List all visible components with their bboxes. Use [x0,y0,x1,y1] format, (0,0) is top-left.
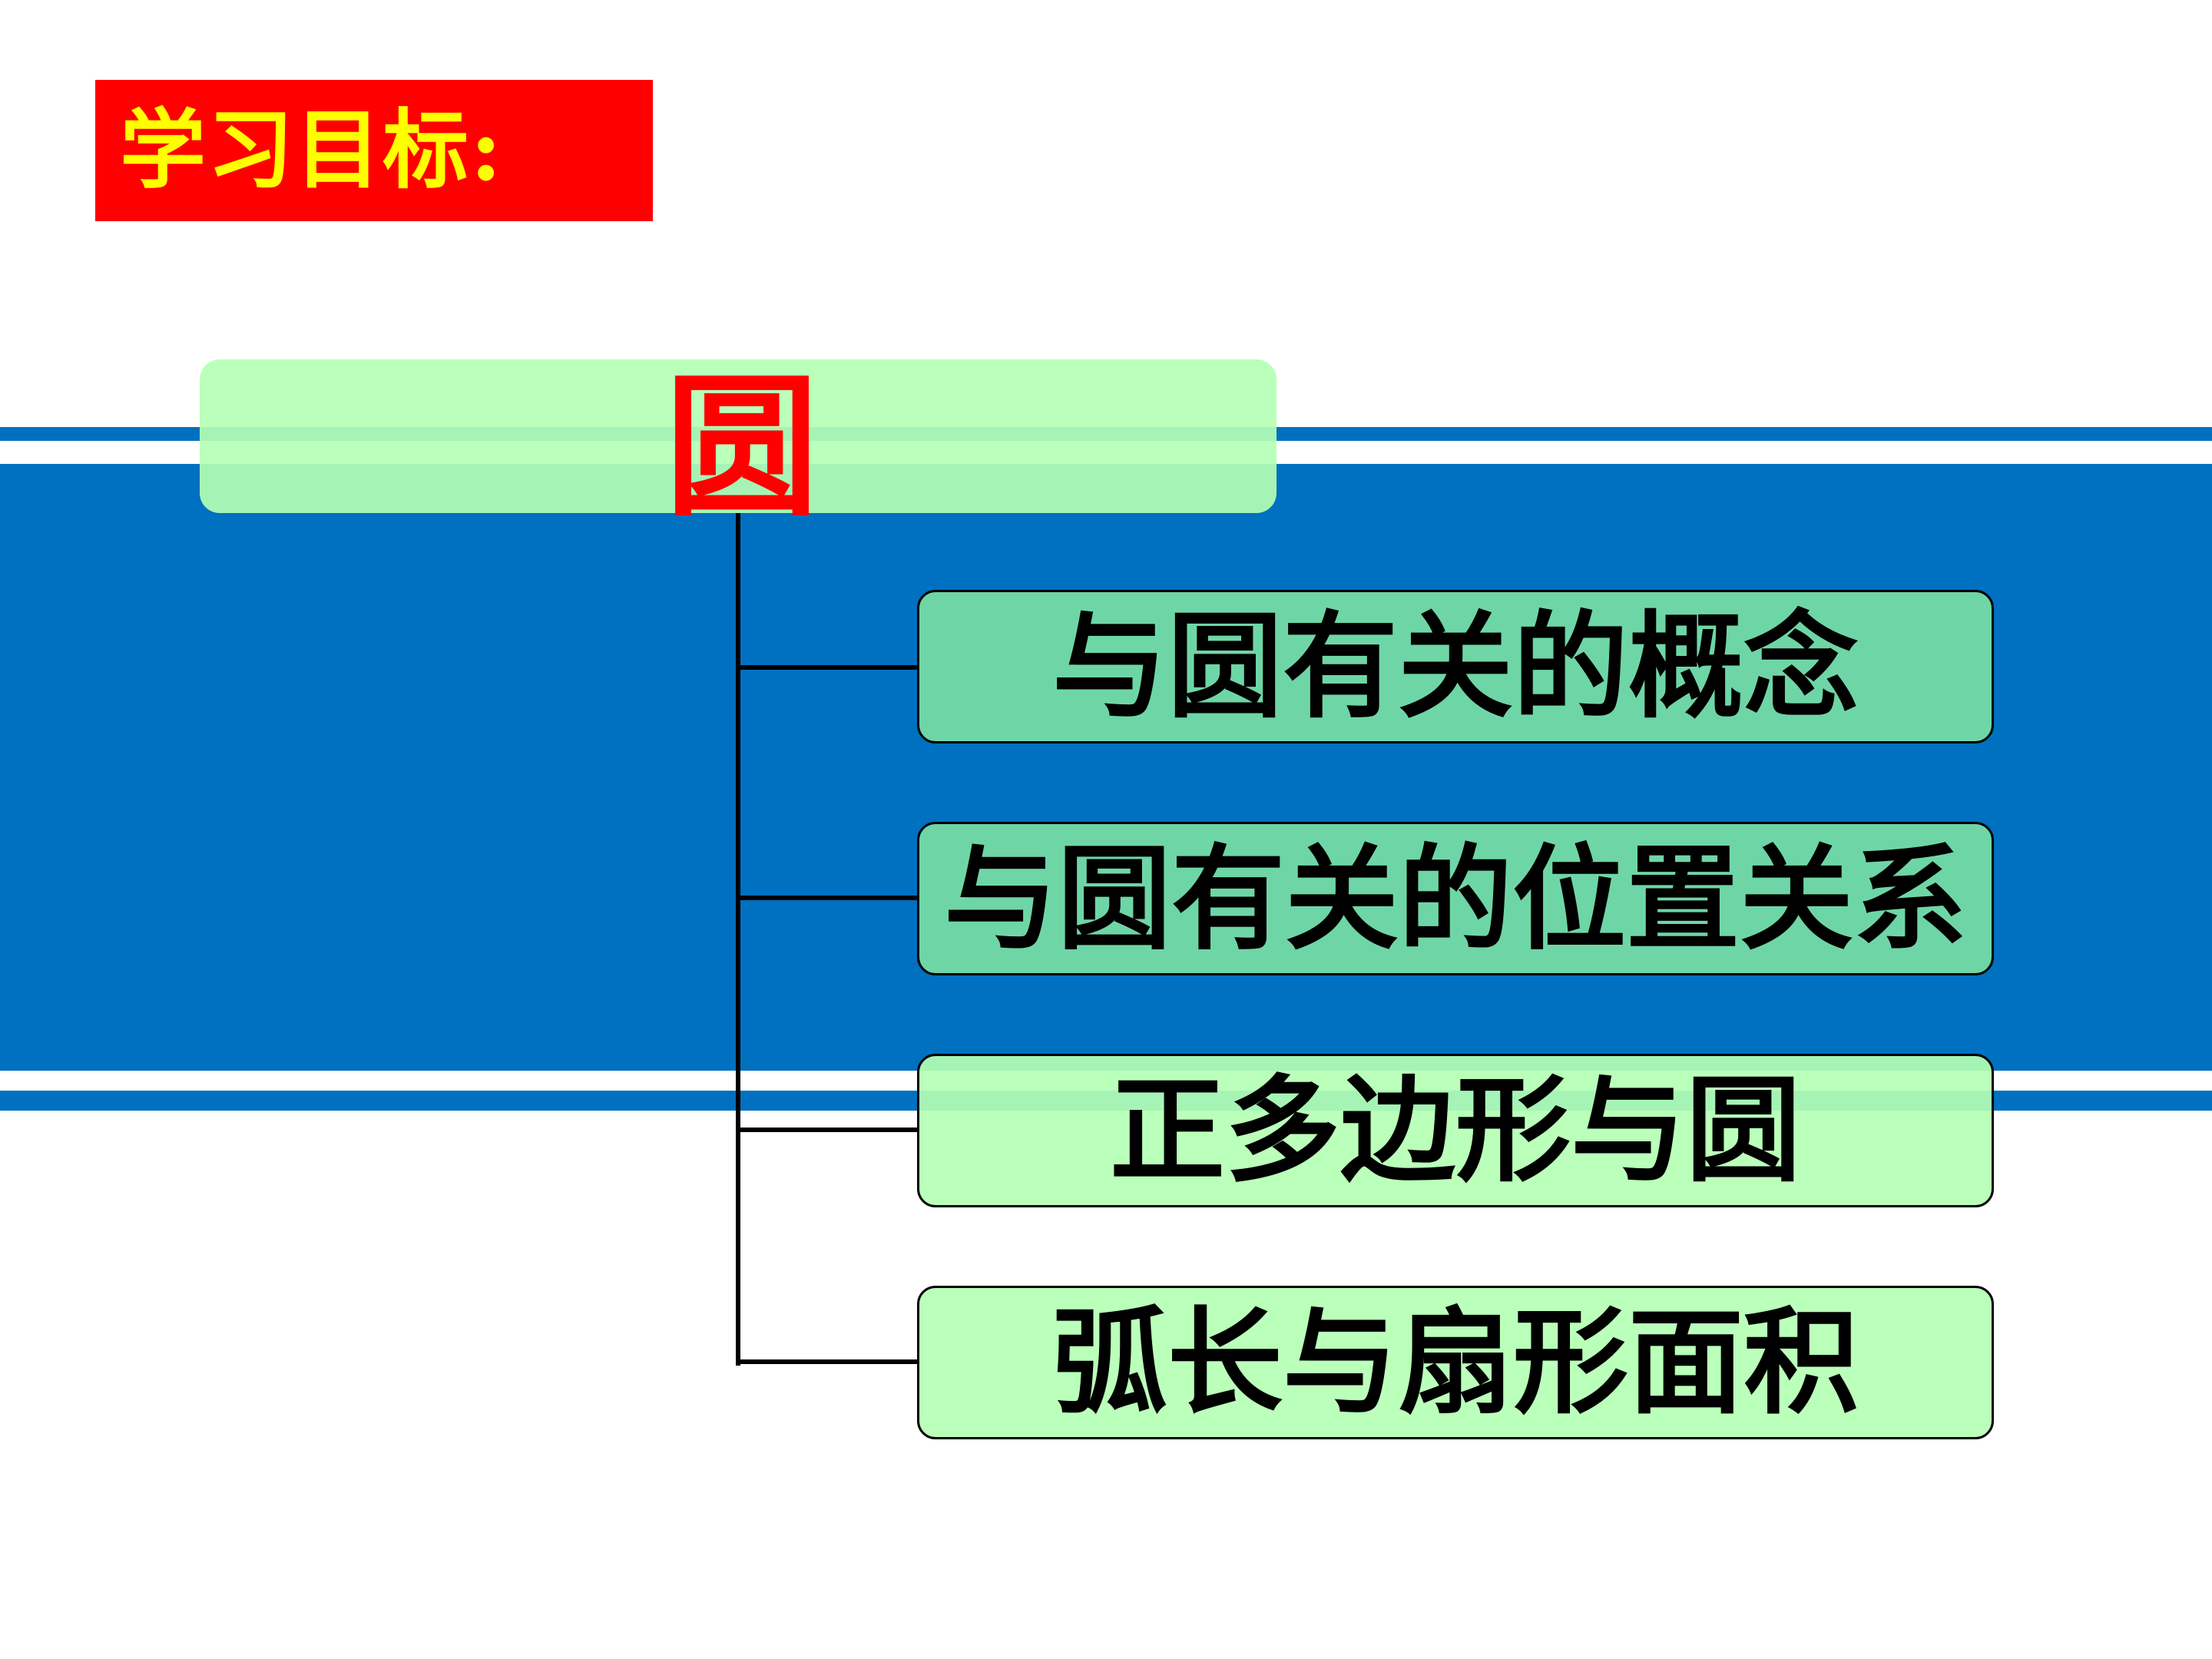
child-node-positions: 与圆有关的位置关系 [917,822,1994,975]
child-node-label: 正多边形与圆 [1109,1063,1801,1198]
blue-band [0,464,2212,1071]
connector-branch-2 [736,896,919,900]
page-title: 学习目标: [120,100,504,200]
child-node-label: 与圆有关的概念 [1051,599,1859,734]
child-node-polygons: 正多边形与圆 [917,1054,1994,1207]
connector-branch-4 [736,1359,919,1364]
child-node-label: 与圆有关的位置关系 [944,832,1967,965]
title-banner: 学习目标: [95,80,653,221]
connector-branch-3 [736,1128,919,1132]
child-node-arc-sector: 弧长与扇形面积 [917,1286,1994,1439]
root-node-box [200,359,1277,513]
root-node-label: 圆 [665,357,820,538]
connector-branch-1 [736,665,919,670]
child-node-label: 弧长与扇形面积 [1051,1295,1859,1430]
child-node-concepts: 与圆有关的概念 [917,590,1994,743]
connector-trunk [736,513,740,1366]
